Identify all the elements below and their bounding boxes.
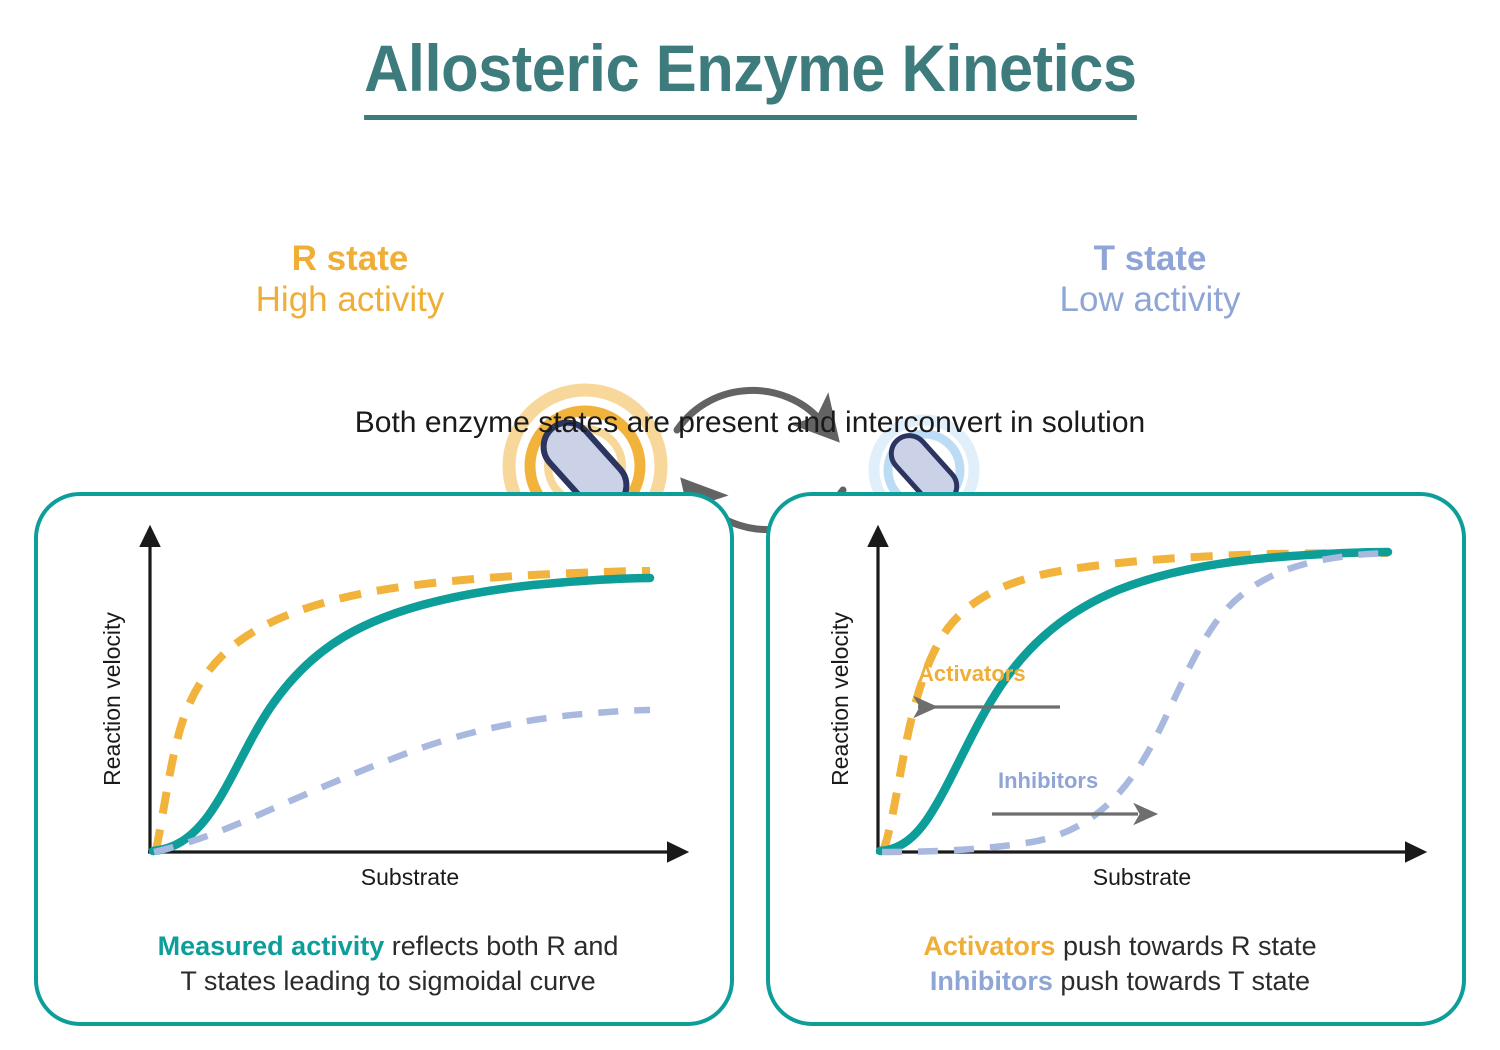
- caption-line2: T states leading to sigmoidal curve: [180, 966, 596, 997]
- caption-rest-activators: push towards R state: [1055, 930, 1317, 961]
- page-title: Allosteric Enzyme Kinetics: [363, 33, 1137, 121]
- enzyme-t-state-icon: [868, 414, 980, 526]
- series-inhibitors: [881, 550, 1391, 856]
- annotation-activators-label: Activators: [918, 661, 1026, 686]
- panel-modulators: Activators Inhibitors Substrate Reaction…: [766, 492, 1466, 1026]
- chart-svg-right: Activators Inhibitors Substrate Reaction…: [827, 524, 1428, 890]
- t-state-label-group: T state Low activity: [1000, 238, 1300, 321]
- left-panel-caption: Measured activity reflects both R and T …: [38, 929, 738, 1000]
- series-r-state-left: [152, 567, 651, 852]
- r-state-description: High activity: [255, 280, 445, 320]
- enzyme-states-row: R state High activity T state: [0, 180, 1500, 549]
- title-block: Allosteric Enzyme Kinetics: [0, 33, 1500, 121]
- y-axis-label: Reaction velocity: [99, 612, 125, 786]
- caption-bold-measured-activity: Measured activity: [157, 930, 385, 961]
- caption-bold-activators: Activators: [923, 930, 1056, 961]
- x-axis-label: Substrate: [361, 864, 459, 890]
- r-state-name: R state: [291, 239, 409, 278]
- right-panel-caption: Activators push towards R state Inhibito…: [770, 929, 1470, 1000]
- panel-measured-activity: Substrate Reaction velocity Measured act…: [34, 492, 734, 1026]
- chart-measured-activity: Substrate Reaction velocity: [38, 504, 738, 894]
- t-state-name: T state: [1093, 239, 1207, 278]
- interconvert-caption: Both enzyme states are present and inter…: [354, 406, 1146, 439]
- y-axis-label: Reaction velocity: [827, 612, 853, 786]
- series-measured-activity-right: [875, 547, 1393, 856]
- chart-modulators: Activators Inhibitors Substrate Reaction…: [770, 504, 1470, 894]
- caption-bold-inhibitors: Inhibitors: [929, 966, 1053, 997]
- caption-rest-inhibitors: push towards T state: [1052, 966, 1311, 997]
- series-measured-activity-left: [148, 573, 655, 856]
- caption-rest-line1: reflects both R and: [384, 930, 619, 961]
- t-state-description: Low activity: [1059, 280, 1241, 320]
- annotation-inhibitors-label: Inhibitors: [998, 768, 1098, 793]
- series-t-state-left: [153, 706, 651, 856]
- series-activators: [879, 549, 1389, 853]
- r-state-label-group: R state High activity: [200, 238, 500, 321]
- x-axis-label: Substrate: [1093, 864, 1191, 890]
- chart-svg-left: Substrate Reaction velocity: [99, 524, 690, 890]
